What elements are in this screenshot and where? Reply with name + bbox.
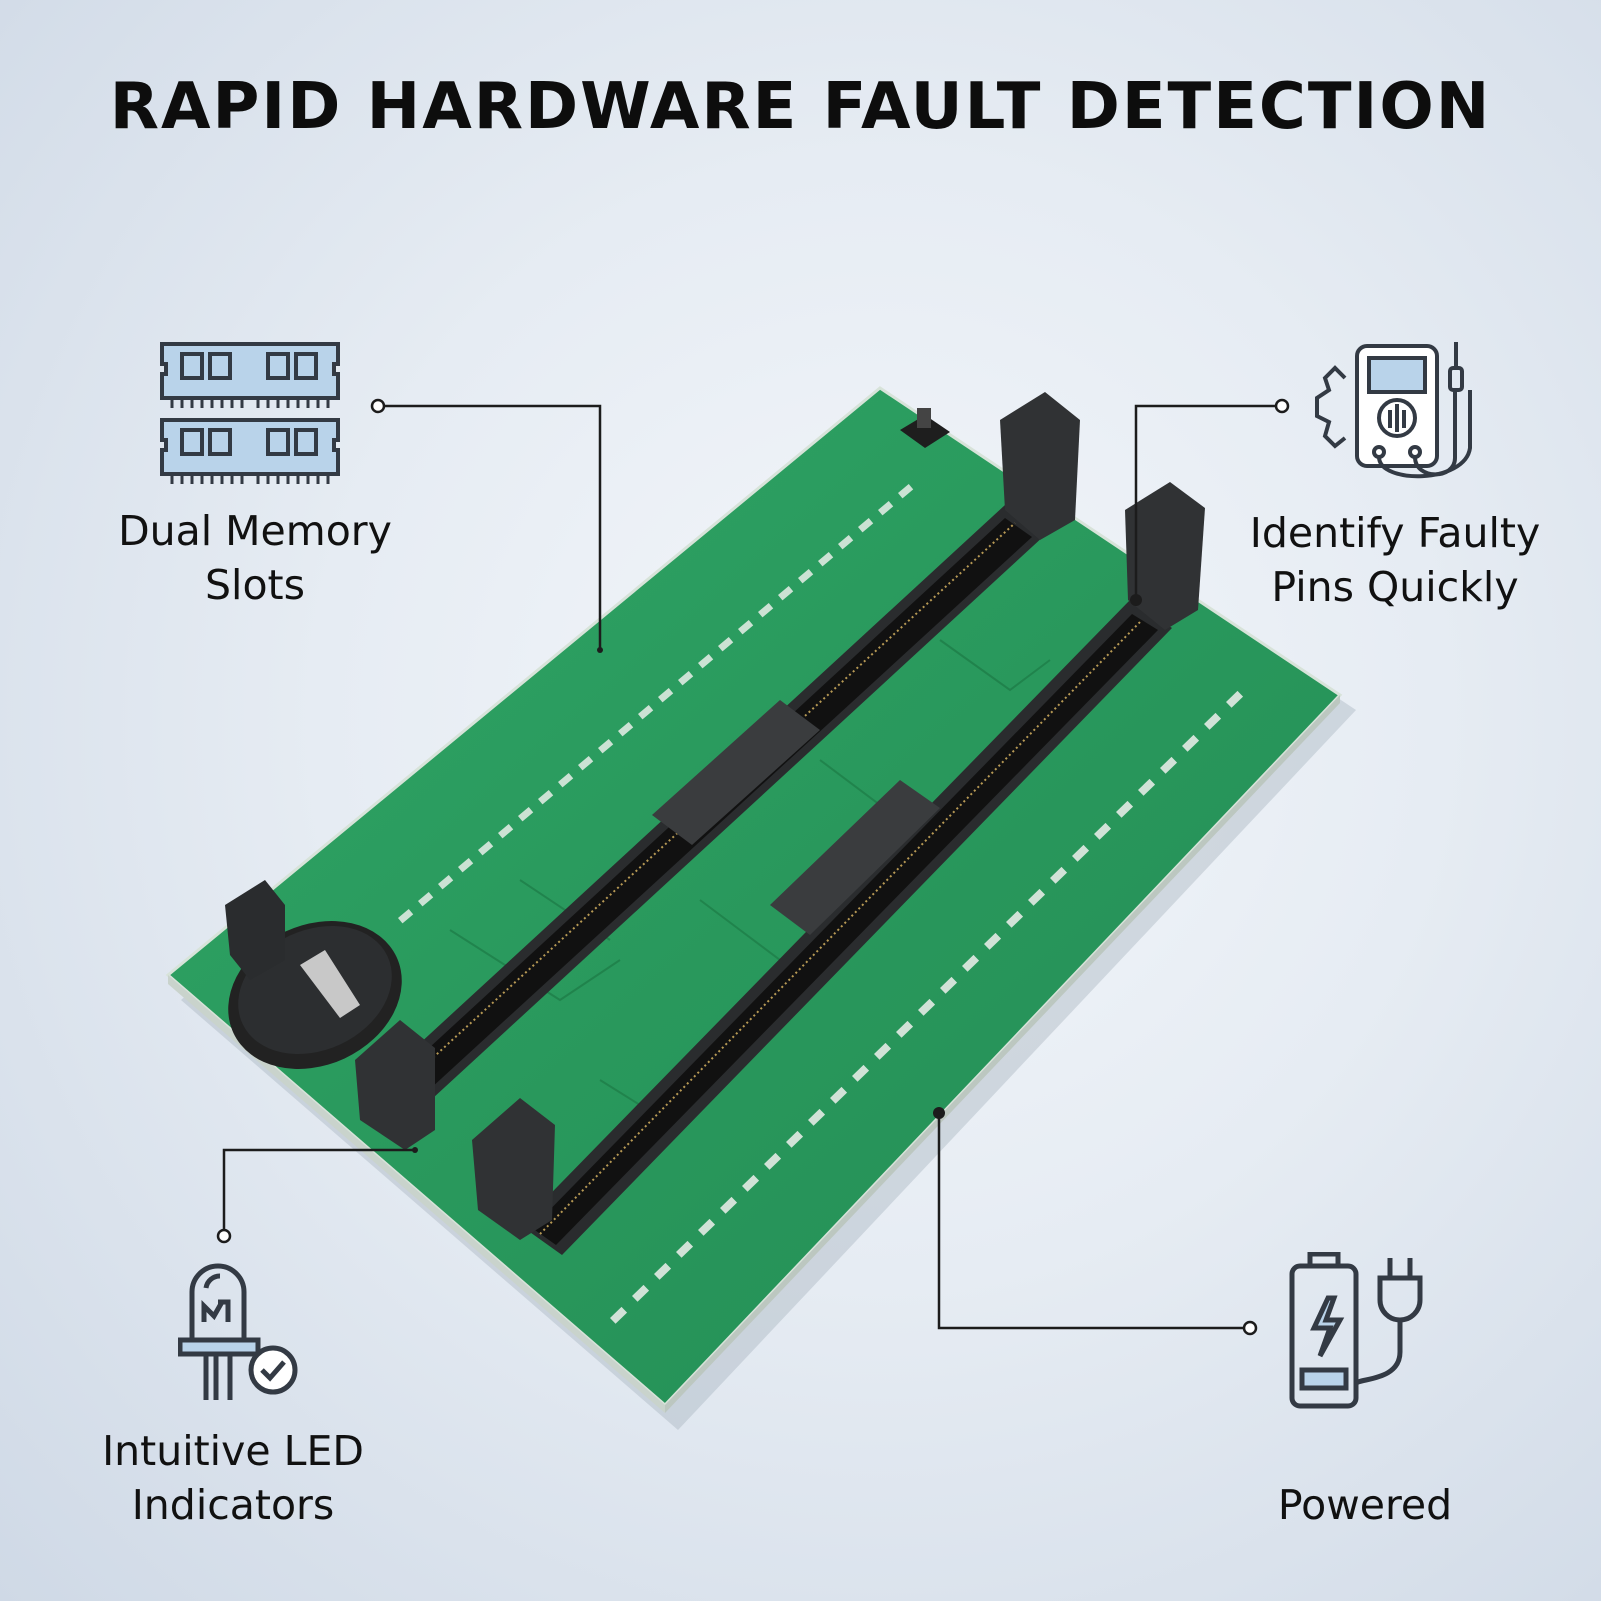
led-row-right [610, 690, 1244, 1324]
ram-module-icon [158, 340, 344, 493]
page-title: RAPID HARDWARE FAULT DETECTION [109, 70, 1492, 144]
battery-plug-icon [1288, 1251, 1438, 1417]
memory-slot-2 [472, 482, 1205, 1255]
feature-label-faulty-pins: Identify Faulty Pins Quickly [1249, 509, 1541, 611]
led-row-left [398, 484, 914, 924]
memory-slot-1 [355, 392, 1080, 1150]
led-check-icon [177, 1258, 308, 1411]
multimeter-gear-icon [1305, 338, 1483, 491]
feature-label-led: Intuitive LED Indicators [102, 1427, 364, 1529]
feature-label-powered: Powered [1277, 1481, 1453, 1529]
push-button [900, 408, 950, 448]
coin-battery-holder [225, 880, 402, 1069]
feature-label-dual-memory: Dual Memory Slots [118, 507, 392, 609]
